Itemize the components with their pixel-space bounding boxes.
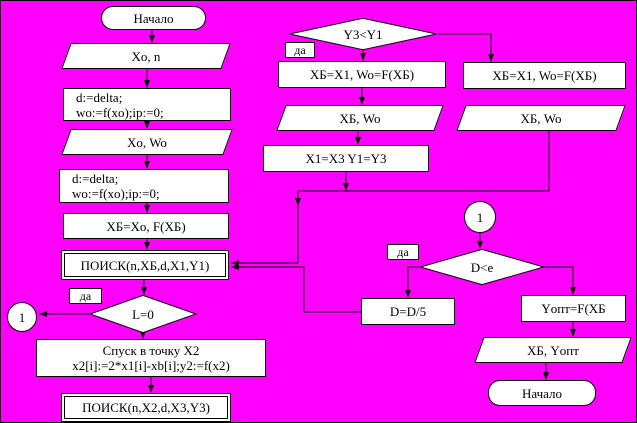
diamond-shape [89, 295, 197, 333]
output-mid-label: ХБ, Wo [339, 110, 381, 126]
init-block-1: d:=delta; wo:=f(xo);ip:=0; [63, 88, 231, 121]
init-block-2: d:=delta; wo:=f(xo);ip:=0; [59, 169, 229, 203]
yes-label-3: да [387, 244, 419, 260]
descent-line2: x2[i]:=2*x1[i]-xb[i];y2:=f(x2) [72, 358, 230, 373]
input-xo-n-label: Xo, n [131, 48, 161, 64]
assign-right-label: ХБ=X1, Wo=F(ХБ) [492, 68, 597, 83]
poisk1-label: ПОИСК(n,ХБ,d,X1,Y1) [80, 257, 210, 273]
assign-xb-right-block: ХБ=X1, Wo=F(ХБ) [463, 62, 626, 89]
descent-line1: Спуск в точку X2 [102, 343, 200, 358]
cond-l-label: L=0 [132, 306, 154, 322]
connector-1-left: 1 [7, 302, 37, 332]
start-terminator: Начало [101, 6, 206, 30]
cond-d-diamond: D<e [419, 249, 545, 285]
poisk2-inner: ПОИСК(n,X2,d,X3,Y3) [64, 396, 228, 419]
divide-label: D=D/5 [389, 304, 427, 319]
poisk1-block: ПОИСК(n,ХБ,d,X1,Y1) [61, 250, 229, 280]
output-xo-wo-label: Xo, Wo [127, 134, 167, 150]
assign-xb-block: ХБ=Xo, F(ХБ) [63, 213, 229, 239]
poisk2-block: ПОИСК(n,X2,d,X3,Y3) [61, 393, 231, 422]
init1-line1: d:=delta; [76, 89, 123, 105]
assign-mid-label: ХБ=X1, Wo=F(ХБ) [309, 67, 415, 82]
yes1-text: да [79, 289, 92, 303]
input-xo-n: Xo, n [61, 43, 231, 69]
assign-xb-label: ХБ=Xo, F(ХБ) [106, 218, 186, 234]
divide-d-block: D=D/5 [361, 298, 455, 325]
start-label: Начало [133, 10, 174, 26]
output-xb-yopt: ХБ, Yопт [474, 337, 632, 363]
init2-line1: d:=delta; [72, 171, 119, 186]
cond-y3-label: Y3<Y1 [343, 26, 383, 42]
assign-xb-mid-block: ХБ=X1, Wo=F(ХБ) [278, 61, 446, 88]
yes-label-1: да [69, 288, 102, 304]
cond-l-diamond: L=0 [89, 295, 197, 333]
init2-line2: wo:=f(xo);ip:=0; [72, 186, 160, 201]
poisk1-inner: ПОИСК(n,ХБ,d,X1,Y1) [64, 253, 226, 277]
connector-1-right: 1 [464, 201, 496, 233]
yes2-text: да [294, 43, 306, 57]
end-label: Начало [521, 385, 563, 401]
output-xb-wo-right: ХБ, Wo [456, 105, 626, 131]
cond-y3-diamond: Y3<Y1 [288, 18, 438, 50]
cond-d-label: D<e [470, 259, 494, 275]
descent-block: Спуск в точку X2 x2[i]:=2*x1[i]-xb[i];y2… [36, 339, 266, 377]
output-yopt-label: ХБ, Yопт [527, 342, 579, 358]
diamond-shape [288, 18, 438, 50]
yes-label-2: да [285, 42, 315, 58]
yes3-text: да [397, 245, 409, 259]
connector-1-right-label: 1 [476, 209, 484, 225]
swap-label: X1=X3 Y1=Y3 [305, 151, 387, 166]
output-xo-wo: Xo, Wo [61, 129, 233, 155]
output-xb-wo-mid: ХБ, Wo [276, 105, 444, 131]
diamond-shape [419, 249, 545, 285]
init1-line2: wo:=f(xo);ip:=0; [76, 104, 164, 120]
poisk2-label: ПОИСК(n,X2,d,X3,Y3) [82, 400, 210, 415]
yopt-block: Yопт=F(ХБ [521, 295, 626, 322]
output-right-label: ХБ, Wo [520, 110, 562, 126]
yopt-label: Yопт=F(ХБ [541, 301, 606, 316]
end-terminator: Начало [488, 380, 596, 406]
swap-block: X1=X3 Y1=Y3 [263, 145, 429, 172]
connector-1-left-label: 1 [18, 309, 26, 325]
